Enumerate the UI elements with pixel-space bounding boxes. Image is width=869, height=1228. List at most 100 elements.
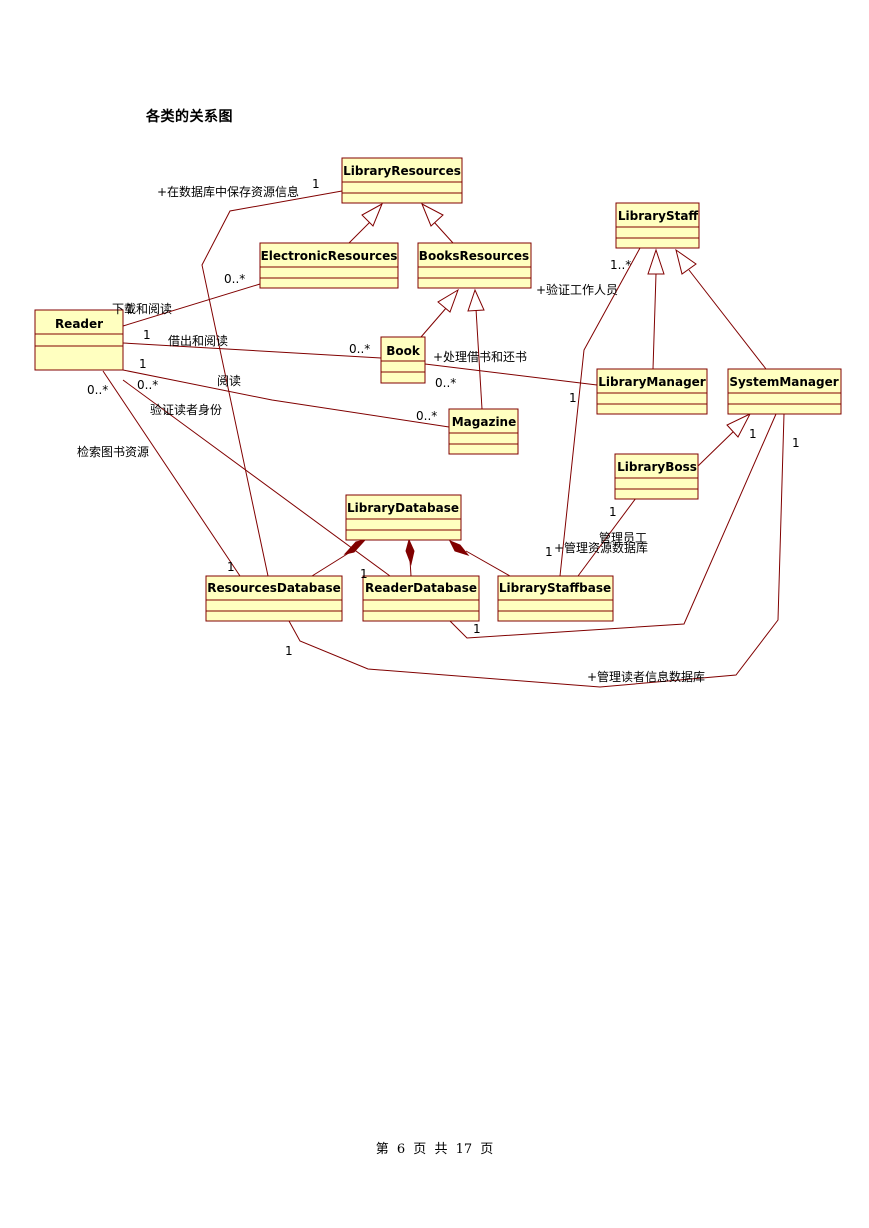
mult-readerdb-1-top: 1 — [360, 567, 368, 581]
gen-sysmanager-line — [688, 269, 767, 370]
footer-mid1: 页 — [413, 1142, 427, 1157]
gen-magazine-line — [475, 308, 483, 410]
edge-resources-save — [201, 190, 343, 577]
label-verify-reader: 验证读者身份 — [150, 402, 222, 417]
class-name-book: Book — [386, 344, 421, 358]
mult-staffbase-1-bottom: 1 — [473, 622, 481, 636]
gen-electronic-line — [348, 221, 371, 244]
class-name-library-boss: LibraryBoss — [617, 460, 697, 474]
gen-head-librarymanager — [647, 248, 665, 275]
edge-reader-resourcesdb — [102, 370, 241, 577]
class-name-library-staffbase: LibraryStaffbase — [499, 581, 611, 595]
comp-head-staffbase — [448, 540, 470, 556]
comp-head-resourcesdb — [343, 539, 367, 555]
edge-boss-staffbase — [577, 497, 637, 577]
mult-magazine-many: 0..* — [416, 409, 437, 423]
class-name-books-resources: BooksResources — [419, 249, 529, 263]
edge-sysmanager-resourcesdb — [288, 413, 785, 688]
mult-sysmanager-1-b: 1 — [792, 436, 800, 450]
page-footer: 第 6 页 共 17 页 — [0, 1138, 869, 1157]
class-resources-database[interactable]: ResourcesDatabase — [205, 575, 343, 622]
association-lines — [102, 190, 785, 688]
class-name-electronic-resources: ElectronicResources — [261, 249, 398, 263]
comp-staffbase-line — [465, 550, 511, 577]
gen-head-electronic — [361, 202, 383, 227]
edge-staff-staffbase — [559, 247, 641, 577]
footer-mid2: 共 — [434, 1142, 448, 1157]
gen-head-books — [421, 202, 444, 227]
mult-electronic-many: 0..* — [224, 272, 245, 286]
class-reader-database[interactable]: ReaderDatabase — [362, 575, 480, 622]
class-name-reader: Reader — [55, 317, 103, 331]
edge-book-librarymanager — [424, 363, 598, 386]
label-manage-reader-db: +管理读者信息数据库 — [587, 669, 705, 684]
mult-staff-one-many: 1..* — [610, 258, 631, 272]
mult-book-many: 0..* — [349, 342, 370, 356]
footer-page-number: 6 — [396, 1142, 406, 1157]
section-title: 各类的关系图 — [146, 109, 233, 125]
edge-reader-electronic — [122, 283, 261, 327]
gen-head-sysmanager — [675, 248, 697, 275]
gen-head-magazine — [467, 288, 485, 312]
edge-reader-readerdb — [122, 379, 391, 577]
edge-reader-book — [122, 342, 382, 359]
class-library-database[interactable]: LibraryDatabase — [345, 494, 462, 541]
label-read: 阅读 — [217, 374, 241, 388]
mult-sysmanager-1-a: 1 — [749, 427, 757, 441]
class-library-staff[interactable]: LibraryStaff — [615, 202, 700, 249]
edge-reader-magazine — [122, 369, 450, 428]
class-name-library-staff: LibraryStaff — [618, 209, 699, 223]
gen-boss-line — [697, 429, 736, 467]
composition-heads — [343, 538, 470, 566]
mult-book-many-manager: 0..* — [435, 376, 456, 390]
class-name-reader-database: ReaderDatabase — [365, 581, 477, 595]
footer-total-pages: 17 — [455, 1142, 473, 1157]
class-books-resources[interactable]: BooksResources — [417, 242, 532, 289]
class-name-library-database: LibraryDatabase — [347, 501, 459, 515]
gen-librarymanager-line — [652, 273, 657, 370]
class-electronic-resources[interactable]: ElectronicResources — [259, 242, 399, 289]
gen-head-boss — [726, 412, 752, 438]
mult-staffbase-1: 1 — [545, 545, 553, 559]
class-name-magazine: Magazine — [452, 415, 517, 429]
mult-libres-1: 1 — [312, 177, 320, 191]
gen-books-line — [433, 221, 454, 244]
class-system-manager[interactable]: SystemManager — [727, 368, 842, 415]
class-name-system-manager: SystemManager — [729, 375, 838, 389]
class-magazine[interactable]: Magazine — [448, 408, 519, 455]
class-name-library-resources: LibraryResources — [343, 164, 461, 178]
class-library-staffbase[interactable]: LibraryStaffbase — [497, 575, 614, 622]
mult-reader-1-magazine: 1 — [139, 357, 147, 371]
label-handle-borrow: +处理借书和还书 — [433, 350, 527, 364]
footer-suffix: 页 — [480, 1142, 494, 1157]
generalization-heads — [361, 202, 752, 438]
mult-resdb-1-top: 1 — [227, 560, 235, 574]
edge-sysmanager-staffbase — [449, 413, 777, 639]
mult-resdb-1-bottom: 1 — [285, 644, 293, 658]
label-manage-resources-db: +管理资源数据库 — [554, 540, 648, 555]
association-labels: +在数据库中保存资源信息 下载和阅读 借出和阅读 阅读 验证读者身份 检索图书资… — [77, 184, 705, 684]
mult-reader-1-book: 1 — [143, 328, 151, 342]
multiplicity-labels: 1 0..* 1 1 1 0..* 0..* 0..* 0..* 0..* 1.… — [87, 177, 800, 658]
gen-book-line — [420, 306, 448, 338]
label-verify-staff: +验证工作人员 — [536, 282, 618, 297]
mult-reader-many-readerdb: 0..* — [137, 378, 158, 392]
label-borrow-read: 借出和阅读 — [168, 334, 228, 348]
mult-boss-1: 1 — [609, 505, 617, 519]
gen-head-book — [437, 288, 459, 313]
comp-head-readerdb — [405, 538, 415, 566]
mult-reader-1-electronic: 1 — [126, 302, 134, 316]
class-library-resources[interactable]: LibraryResources — [341, 157, 463, 204]
label-save-resources: +在数据库中保存资源信息 — [157, 184, 299, 199]
class-name-resources-database: ResourcesDatabase — [207, 581, 340, 595]
label-search-resources: 检索图书资源 — [77, 444, 149, 459]
label-manage-staff: 管理员工 — [599, 530, 647, 545]
class-book[interactable]: Book — [380, 336, 426, 384]
class-name-library-manager: LibraryManager — [598, 375, 706, 389]
class-reader[interactable]: Reader — [34, 309, 124, 371]
footer-prefix: 第 — [375, 1142, 389, 1157]
label-download-read: 下载和阅读 — [112, 302, 172, 316]
class-library-manager[interactable]: LibraryManager — [596, 368, 708, 415]
class-library-boss[interactable]: LibraryBoss — [614, 453, 699, 500]
